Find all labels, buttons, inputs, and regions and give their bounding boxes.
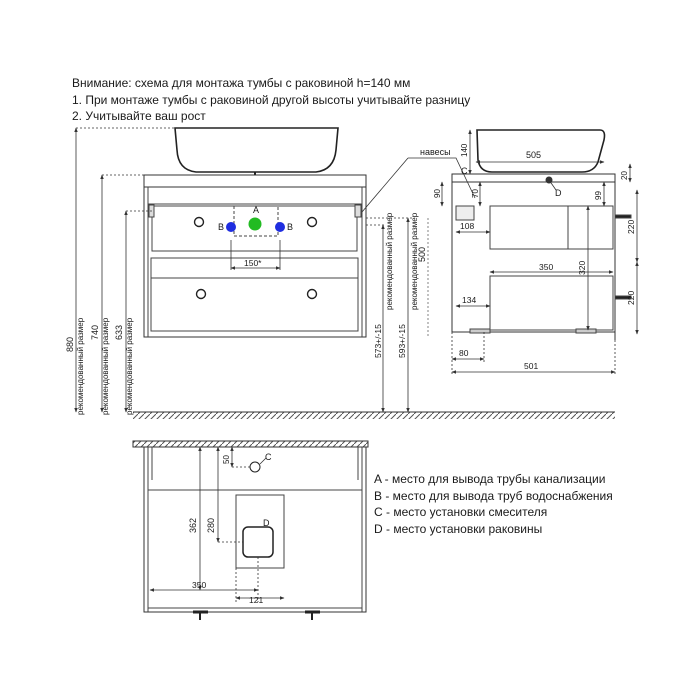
point-b-left-marker — [226, 222, 236, 232]
rec-880: рекомендованный размер — [76, 317, 85, 415]
mark-b-right: B — [287, 222, 293, 232]
dim-633: 633 — [114, 325, 124, 340]
side-dim-70: 70 — [471, 189, 480, 198]
top-dim-50: 50 — [222, 455, 231, 464]
top-dim-362: 362 — [188, 518, 198, 533]
rec-740: рекомендованный размер — [101, 317, 110, 415]
header-line-1: Внимание: схема для монтажа тумбы с рако… — [72, 76, 411, 90]
side-dim-350: 350 — [539, 262, 553, 272]
side-view — [451, 129, 632, 340]
top-mark-d: D — [263, 518, 270, 528]
side-dim-134: 134 — [462, 295, 476, 305]
mark-b-left: B — [218, 222, 224, 232]
top-drawer-outline — [147, 489, 363, 609]
front-cutout — [233, 205, 279, 237]
side-dim-20: 20 — [620, 171, 629, 180]
top-mark-c: C — [265, 452, 272, 462]
legend: A - место для вывода трубы канализации B… — [374, 471, 613, 537]
side-dim-505: 505 — [526, 150, 541, 160]
front-knob-4 — [306, 288, 318, 300]
side-dim-140: 140 — [460, 143, 469, 157]
header-line-3: 2. Учитывайте ваш рост — [72, 109, 206, 123]
side-bracket — [455, 205, 475, 221]
dim-500: 500 — [417, 247, 427, 262]
legend-d: D - место установки раковины — [374, 521, 543, 536]
legend-b: B - место для вывода труб водоснабжения — [374, 488, 613, 503]
rec-633: рекомендованный размер — [125, 317, 134, 415]
point-a-marker — [248, 217, 262, 231]
side-mark-d: D — [555, 188, 562, 198]
front-basin — [174, 127, 339, 173]
right-dimensions — [366, 217, 412, 413]
side-mark-c: C — [461, 166, 468, 176]
front-hinge-clip — [354, 204, 362, 218]
front-knob-1 — [193, 216, 205, 228]
side-upper-drawer — [489, 205, 614, 250]
top-cabinet — [143, 446, 367, 613]
top-dim-350: 350 — [192, 580, 206, 590]
mark-a: A — [253, 205, 259, 215]
dim-150: 150* — [244, 258, 262, 268]
left-dimensions — [74, 127, 175, 413]
side-dim-90: 90 — [433, 189, 442, 198]
side-lower-drawer — [489, 275, 614, 331]
point-b-right-marker — [275, 222, 285, 232]
dim-740: 740 — [90, 325, 100, 340]
front-view — [143, 127, 367, 338]
side-cabinet — [451, 181, 616, 333]
side-hinges-label: навесы — [420, 147, 451, 157]
side-dim-220b: 220 — [626, 291, 636, 305]
front-cabinet — [143, 186, 367, 338]
side-countertop — [451, 173, 616, 183]
rec-573: рекомендованный размер — [385, 212, 394, 310]
front-knob-3 — [195, 288, 207, 300]
header-line-2: 1. При монтаже тумбы с раковиной другой … — [72, 93, 471, 107]
top-view — [132, 440, 369, 620]
side-dim-501: 501 — [524, 361, 538, 371]
front-countertop — [143, 174, 367, 188]
top-cutout — [235, 494, 285, 569]
side-dim-80: 80 — [459, 348, 469, 358]
side-dim-99: 99 — [594, 191, 603, 200]
top-dim-121: 121 — [249, 595, 263, 605]
side-dim-220a: 220 — [626, 220, 636, 234]
legend-c: C - место установки смесителя — [374, 505, 548, 519]
top-dim-280: 280 — [206, 518, 216, 533]
side-dim-108: 108 — [460, 221, 474, 231]
dim-880: 880 — [65, 337, 75, 352]
rec-593: рекомендованный размер — [410, 212, 419, 310]
front-lower-drawer — [150, 257, 359, 332]
front-knob-2 — [306, 216, 318, 228]
dim-150-group — [230, 240, 281, 270]
legend-a: A - место для вывода трубы канализации — [374, 472, 606, 486]
dim-593: 593+/-15 — [397, 324, 407, 358]
floor — [133, 411, 615, 419]
side-dim-320: 320 — [577, 261, 587, 275]
side-dimensions — [361, 129, 639, 375]
top-wall — [132, 440, 369, 448]
dim-573: 573+/-15 — [373, 324, 383, 358]
top-dimensions — [149, 446, 285, 602]
